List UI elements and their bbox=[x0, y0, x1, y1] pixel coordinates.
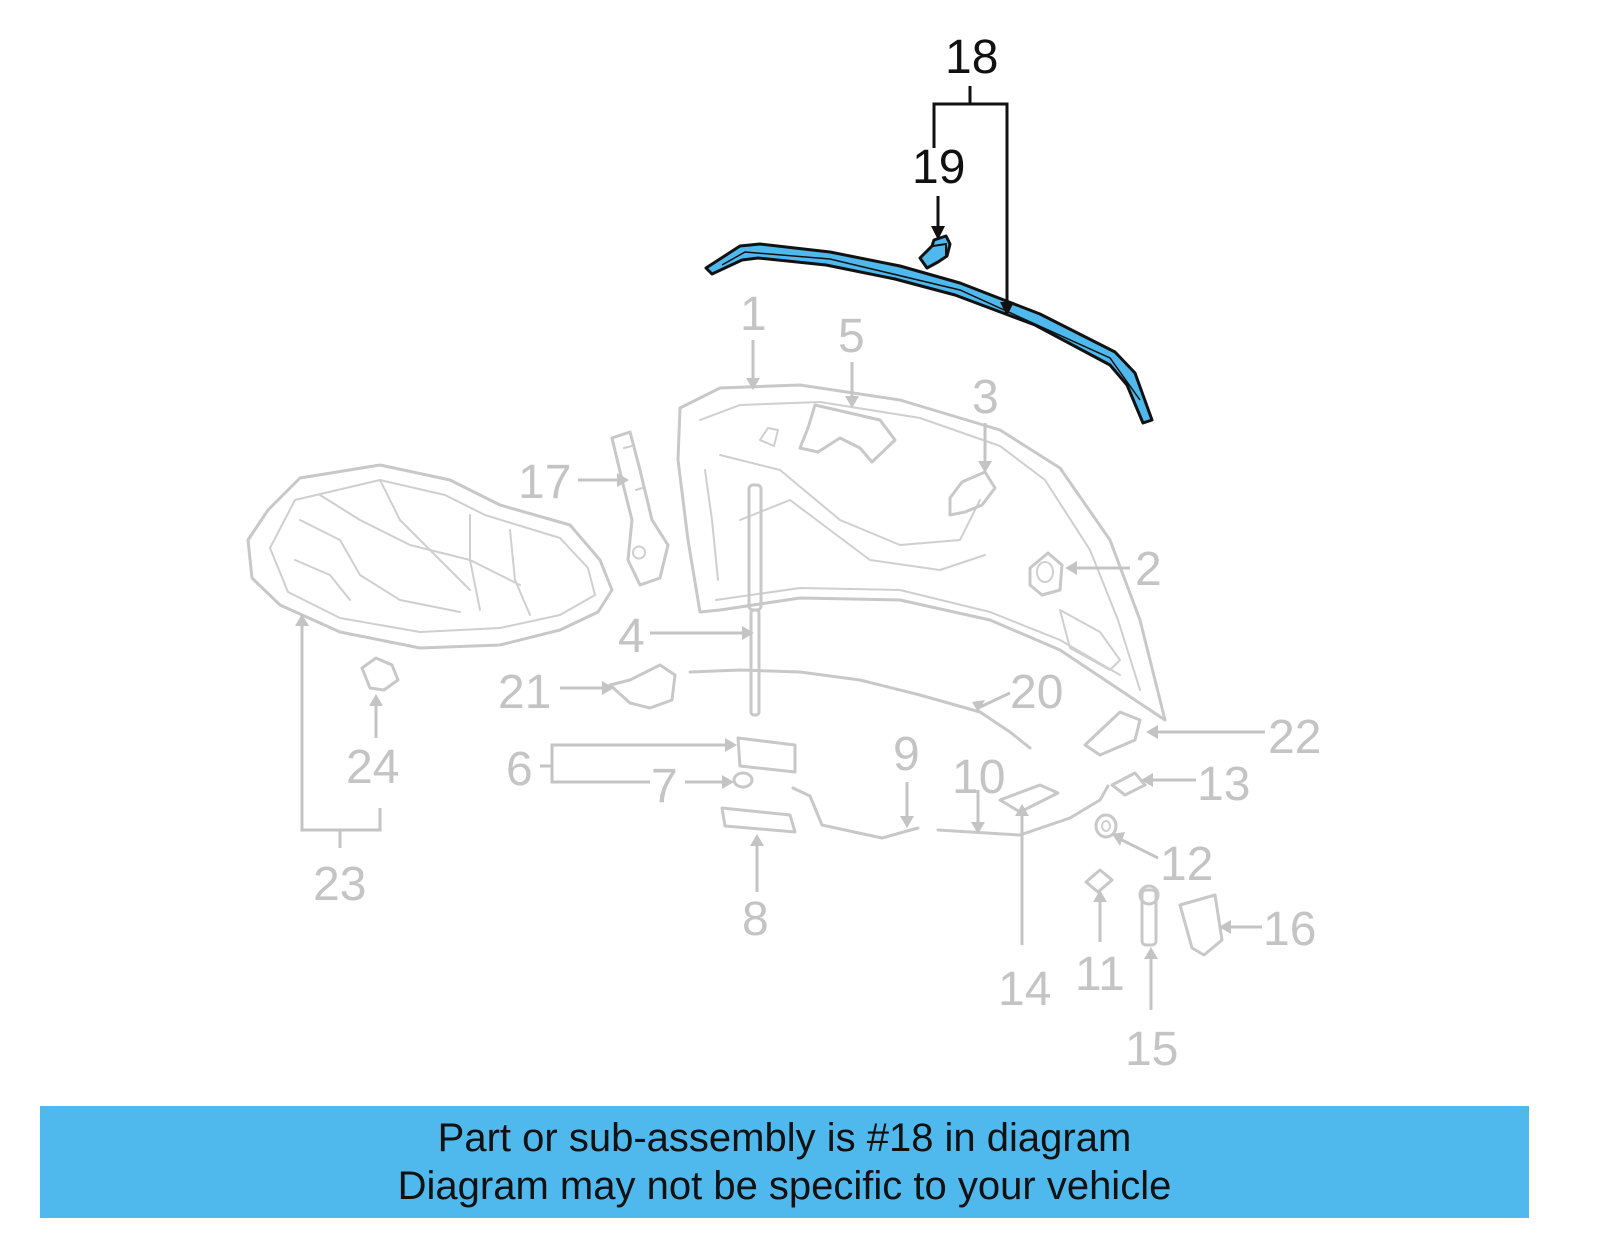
callout-3: 3 bbox=[972, 371, 999, 424]
callout-18: 18 bbox=[945, 31, 998, 84]
callout-15: 15 bbox=[1125, 1023, 1178, 1076]
callout-5: 5 bbox=[838, 310, 865, 363]
release-cable-part-20 bbox=[688, 668, 1032, 750]
bumper-part-3 bbox=[948, 470, 997, 517]
leader-lines-18-19 bbox=[931, 86, 1014, 316]
callout-20: 20 bbox=[1010, 666, 1063, 719]
callout-numbers: 18 19 1 5 3 2 4 17 21 20 22 6 7 8 9 10 1… bbox=[313, 31, 1321, 1076]
bumper-part-2 bbox=[1028, 551, 1064, 597]
callout-14: 14 bbox=[998, 963, 1051, 1016]
callout-11: 11 bbox=[1075, 948, 1125, 1001]
callout-19: 19 bbox=[912, 141, 965, 194]
callout-1: 1 bbox=[740, 288, 767, 341]
hood-panel-part-1 bbox=[676, 383, 1167, 722]
support-strut-part-4 bbox=[747, 483, 763, 717]
latch-striker-part-5 bbox=[798, 403, 897, 464]
banner-line-2: Diagram may not be specific to your vehi… bbox=[397, 1164, 1172, 1208]
callout-12: 12 bbox=[1160, 838, 1213, 891]
grommet-part-12 bbox=[1094, 813, 1118, 839]
rod-part-10 bbox=[936, 784, 1110, 837]
hinge-part-17 bbox=[610, 430, 670, 587]
callout-6: 6 bbox=[506, 743, 533, 796]
clip-part-24 bbox=[360, 656, 400, 692]
bracket-part-14 bbox=[998, 783, 1060, 814]
callout-23: 23 bbox=[313, 858, 366, 911]
callout-17: 17 bbox=[518, 456, 571, 509]
clip-part-13 bbox=[1110, 771, 1147, 797]
latch-part-6 bbox=[736, 736, 797, 774]
leader-lines bbox=[300, 340, 1265, 1010]
callout-9: 9 bbox=[893, 728, 920, 781]
clip-part-11 bbox=[1084, 868, 1114, 894]
bracket-part-22 bbox=[1083, 710, 1142, 757]
callout-21: 21 bbox=[498, 666, 551, 719]
cover-part-16 bbox=[1178, 893, 1224, 957]
clip-part-21 bbox=[608, 663, 677, 710]
callout-24: 24 bbox=[346, 741, 399, 794]
callout-7: 7 bbox=[651, 760, 678, 813]
info-banner: Part or sub-assembly is #18 in diagram D… bbox=[40, 1106, 1529, 1218]
callout-10: 10 bbox=[952, 751, 1005, 804]
handle-part-8 bbox=[720, 806, 797, 834]
arrowheads bbox=[295, 378, 1231, 959]
callout-22: 22 bbox=[1268, 711, 1321, 764]
insulator-pad-part-23 bbox=[246, 463, 614, 650]
clip-part-7 bbox=[732, 771, 754, 789]
banner-line-1: Part or sub-assembly is #18 in diagram bbox=[437, 1116, 1132, 1160]
callout-2: 2 bbox=[1135, 543, 1162, 596]
hood-seal-part-18[interactable] bbox=[704, 242, 1154, 425]
callout-16: 16 bbox=[1263, 903, 1316, 956]
callout-8: 8 bbox=[742, 893, 769, 946]
prop-rod-part-15 bbox=[1138, 884, 1160, 947]
clip-part-19[interactable] bbox=[918, 234, 952, 270]
callout-4: 4 bbox=[618, 610, 645, 663]
callout-13: 13 bbox=[1197, 758, 1250, 811]
rod-part-9 bbox=[791, 786, 920, 840]
